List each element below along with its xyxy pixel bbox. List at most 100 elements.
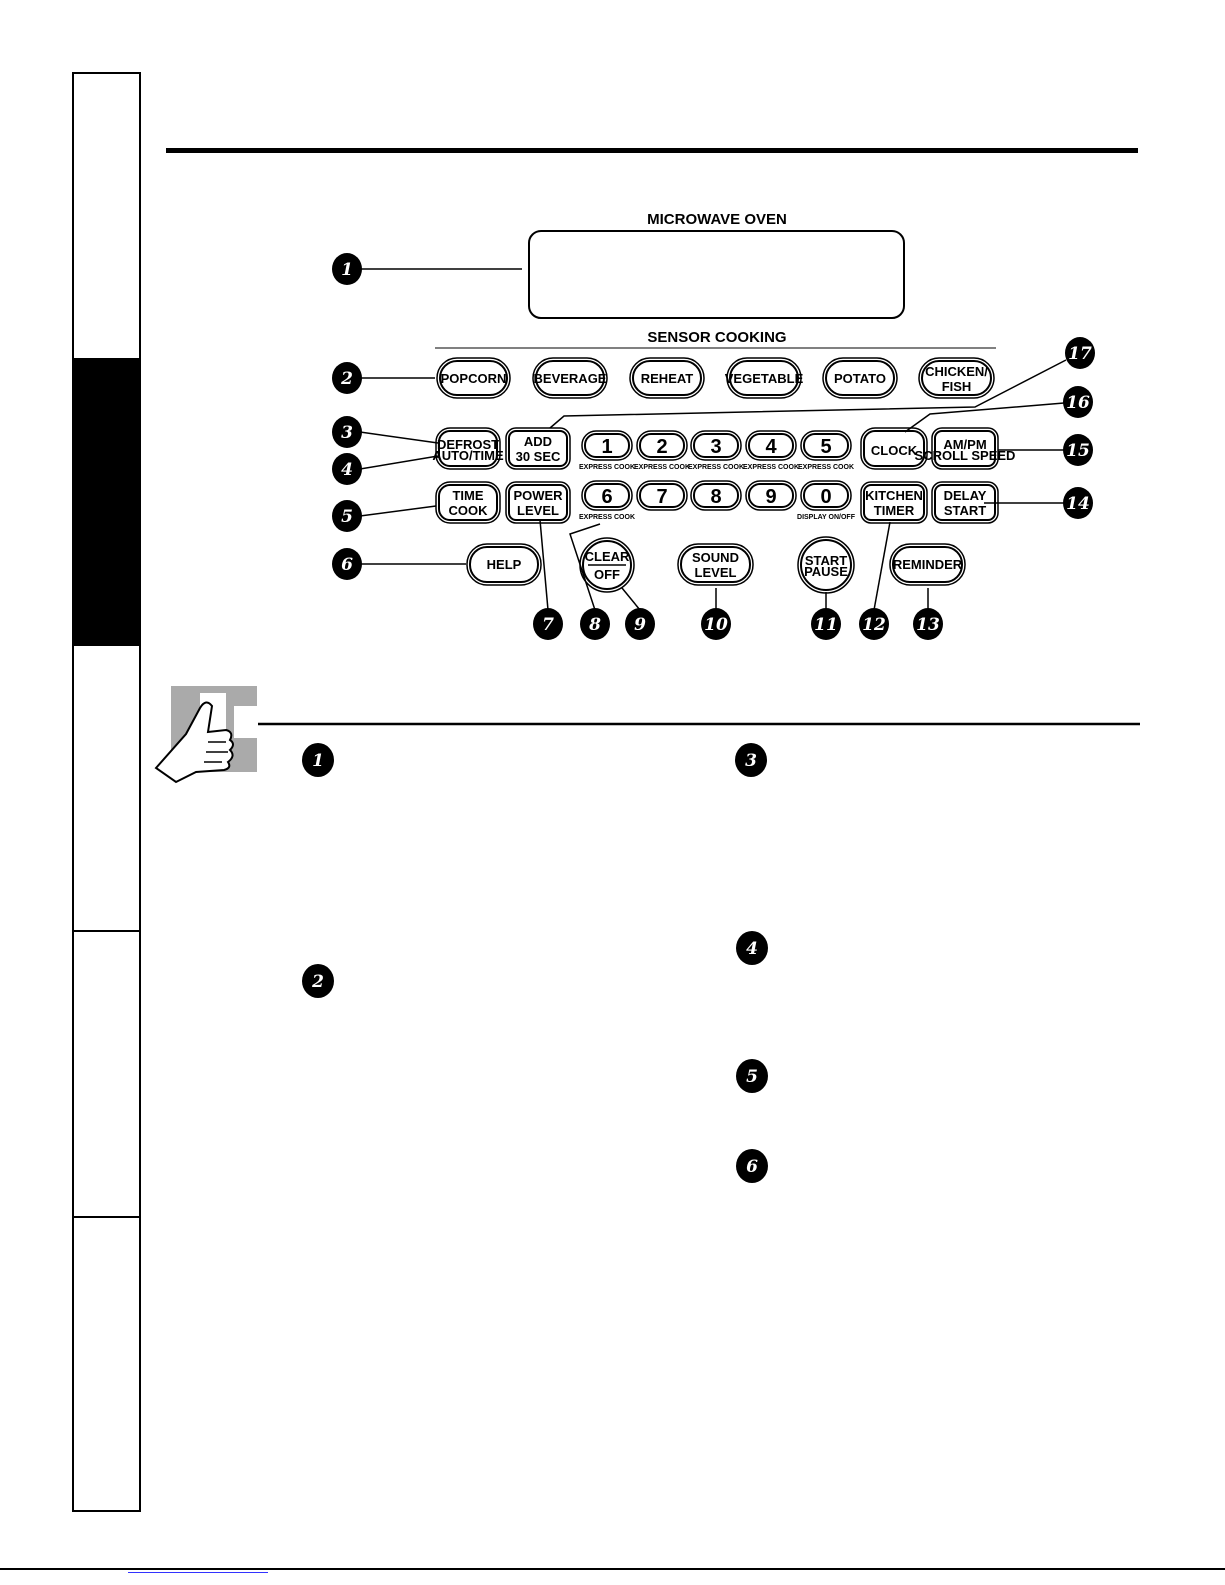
clear-off-button[interactable]: CLEAR OFF [579, 537, 635, 593]
callout-2: 2 [332, 362, 362, 394]
callout-number: 5 [341, 507, 353, 527]
side-tabs [72, 72, 141, 1512]
am-pm-label: AM/PM [943, 437, 986, 452]
digit-sub-label: DISPLAY ON/OFF [797, 514, 856, 521]
callout-4: 4 [332, 453, 362, 485]
callout-lines [359, 268, 1067, 611]
callout-9: 9 [625, 608, 655, 640]
sound-level-button[interactable]: SOUND LEVEL [677, 543, 754, 586]
callout-number: 16 [1066, 393, 1090, 413]
kitchen-label: KITCHEN [865, 488, 923, 503]
section-header [154, 686, 1140, 784]
digit-sub-label: EXPRESS COOK [798, 464, 854, 471]
start-label: START [944, 503, 986, 518]
digit-sub-label: EXPRESS COOK [743, 464, 799, 471]
footer-rule [0, 1568, 1225, 1570]
defrost-sub-label: AUTO/TIME [432, 448, 504, 463]
header-rule [166, 148, 1138, 153]
time-cook-button[interactable]: TIME COOK [435, 481, 501, 524]
callout-12: 12 [859, 608, 889, 640]
side-tab-3[interactable] [74, 646, 139, 932]
edge-tick [72, 1218, 74, 1222]
digit-9-button[interactable]: 9 [745, 480, 797, 511]
callout-number: 3 [341, 423, 353, 443]
callout-number: 10 [704, 615, 728, 635]
reminder-button[interactable]: REMINDER [889, 543, 966, 586]
delay-start-button[interactable]: DELAY START [931, 481, 999, 524]
side-tab-1[interactable] [74, 74, 139, 360]
add-label: ADD [524, 434, 552, 449]
section-marker-4: 4 [736, 931, 768, 965]
vegetable-label: VEGETABLE [725, 371, 804, 386]
digit-label: 3 [710, 436, 721, 458]
callout-13: 13 [913, 608, 943, 640]
popcorn-label: POPCORN [441, 371, 507, 386]
callout-number: 15 [1066, 441, 1090, 461]
side-tab-2-active[interactable] [74, 360, 139, 646]
callout-10: 10 [701, 608, 731, 640]
beverage-button[interactable]: BEVERAGE [532, 357, 608, 399]
potato-label: POTATO [834, 371, 886, 386]
reheat-button[interactable]: REHEAT [629, 357, 705, 399]
section-marker-5: 5 [736, 1059, 768, 1093]
section-marker-number: 1 [312, 751, 324, 771]
chicken-label: CHICKEN/ [925, 364, 988, 379]
callout-number: 7 [542, 615, 554, 635]
help-button[interactable]: HELP [466, 543, 542, 586]
sound-level-label: LEVEL [695, 565, 737, 580]
section-marker-6: 6 [736, 1149, 768, 1183]
sound-label: SOUND [692, 550, 739, 565]
am-pm-button[interactable]: AM/PM SCROLL SPEED [915, 427, 1016, 470]
callout-5: 5 [332, 500, 362, 532]
callout-15: 15 [1063, 434, 1093, 466]
clock-button[interactable]: CLOCK [860, 427, 928, 470]
callout-17: 17 [1065, 337, 1095, 369]
callout-number: 1 [341, 260, 353, 280]
vegetable-button[interactable]: VEGETABLE [725, 357, 804, 399]
timer-label: TIMER [874, 503, 915, 518]
callout-8: 8 [580, 608, 610, 640]
section-marker-number: 2 [311, 972, 324, 992]
digit-label: 2 [656, 436, 667, 458]
section-marker-2: 2 [302, 964, 334, 998]
defrost-label: DEFROST [437, 437, 499, 452]
footer-link-underline[interactable] [128, 1572, 268, 1573]
defrost-button[interactable]: DEFROST AUTO/TIME [432, 427, 504, 470]
digit-7-button[interactable]: 7 [636, 480, 688, 511]
clock-label: CLOCK [871, 443, 918, 458]
chicken-fish-button[interactable]: CHICKEN/ FISH [918, 357, 995, 399]
kitchen-timer-button[interactable]: KITCHEN TIMER [860, 481, 928, 524]
callout-number: 12 [862, 615, 886, 635]
level-label: LEVEL [517, 503, 559, 518]
side-tab-4[interactable] [74, 932, 139, 1218]
scroll-speed-label: SCROLL SPEED [915, 448, 1016, 463]
start-pause-start-label: START [805, 553, 847, 568]
digit-label: 1 [601, 436, 612, 458]
help-label: HELP [487, 557, 522, 572]
popcorn-button[interactable]: POPCORN [436, 357, 511, 399]
callout-14: 14 [1063, 487, 1093, 519]
digit-sub-label: EXPRESS COOK [688, 464, 744, 471]
section-marker-number: 5 [746, 1067, 758, 1087]
section-marker-1: 1 [302, 743, 334, 777]
add-30-sec-button[interactable]: ADD 30 SEC [505, 427, 571, 470]
callout-number: 17 [1068, 344, 1092, 364]
start-pause-button[interactable]: START PAUSE [797, 536, 855, 594]
callout-number: 6 [341, 555, 353, 575]
digit-label: 0 [820, 486, 831, 508]
power-level-button[interactable]: POWER LEVEL [505, 481, 571, 524]
sensor-buttons: POPCORN BEVERAGE REHEAT VEGETABLE POTATO… [436, 357, 995, 399]
digit-8-button[interactable]: 8 [690, 480, 742, 511]
callout-16: 16 [1063, 386, 1093, 418]
potato-button[interactable]: POTATO [822, 357, 898, 399]
